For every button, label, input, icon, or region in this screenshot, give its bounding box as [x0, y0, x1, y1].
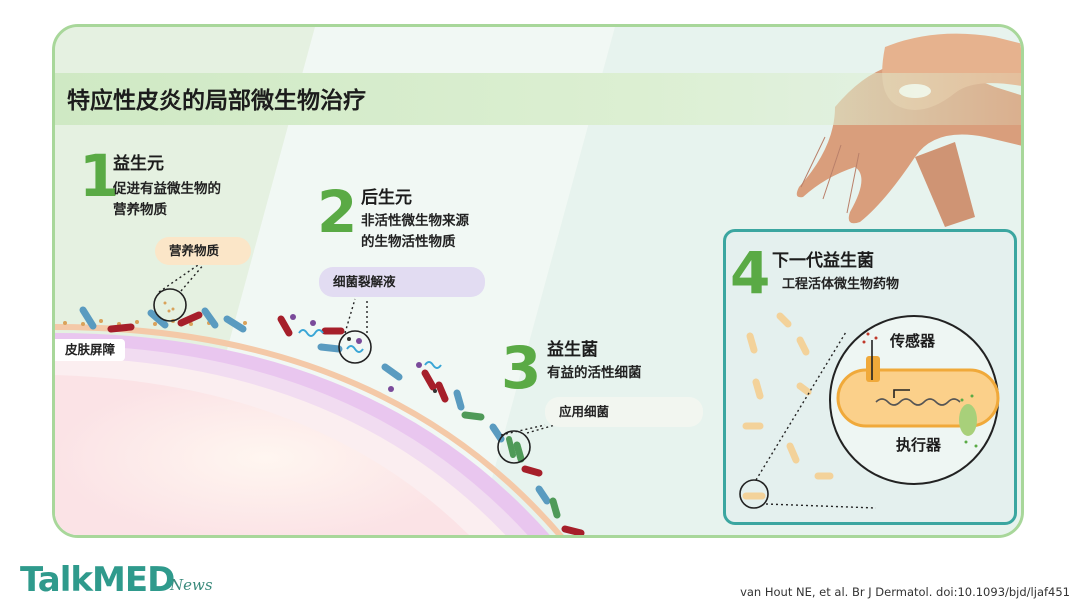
citation: van Hout NE, et al. Br J Dermatol. doi:1…: [740, 585, 1070, 599]
section-2-number: 2: [317, 178, 358, 246]
talkmed-logo: TalkMED: [20, 560, 175, 600]
section-4-number: 4: [730, 239, 771, 307]
next-gen-probiotic-box: 4 下一代益生菌 工程活体微生物药物 传感器 执行器: [723, 229, 1017, 525]
skin-barrier-label: 皮肤屏障: [55, 339, 126, 361]
section-3-heading: 益生菌: [547, 340, 598, 360]
title-bar: 特应性皮炎的局部微生物治疗: [55, 73, 1021, 125]
page-title: 特应性皮炎的局部微生物治疗: [67, 88, 366, 114]
section-1-desc-line2: 营养物质: [113, 202, 167, 218]
apply-bacteria-pill: 应用细菌: [545, 397, 703, 427]
section-1-desc-line1: 促进有益微生物的: [113, 181, 221, 197]
section-1-number: 1: [79, 142, 120, 210]
sensor-label: 传感器: [890, 332, 936, 350]
infographic-panel: 特应性皮炎的局部微生物治疗 1 益生元 促进有益微生物的 营养物质 营养物质 2…: [52, 24, 1024, 538]
section-2-desc-line2: 的生物活性物质: [361, 234, 456, 250]
section-4-heading: 下一代益生菌: [772, 251, 874, 271]
nutrients-pill: 营养物质: [155, 237, 251, 265]
engineered-bacteria-art: [739, 312, 1000, 509]
effector-label: 执行器: [896, 436, 942, 454]
section-2-heading: 后生元: [361, 188, 412, 208]
section-3-desc-line1: 有益的活性细菌: [547, 365, 642, 381]
section-1-heading: 益生元: [113, 154, 164, 174]
lysate-pill: 细菌裂解液: [319, 267, 485, 297]
section-3-number: 3: [501, 334, 542, 402]
section-2-desc-line1: 非活性微生物来源: [361, 213, 469, 229]
section-4-desc: 工程活体微生物药物: [782, 277, 900, 292]
talkmed-news-label: News: [170, 576, 213, 594]
